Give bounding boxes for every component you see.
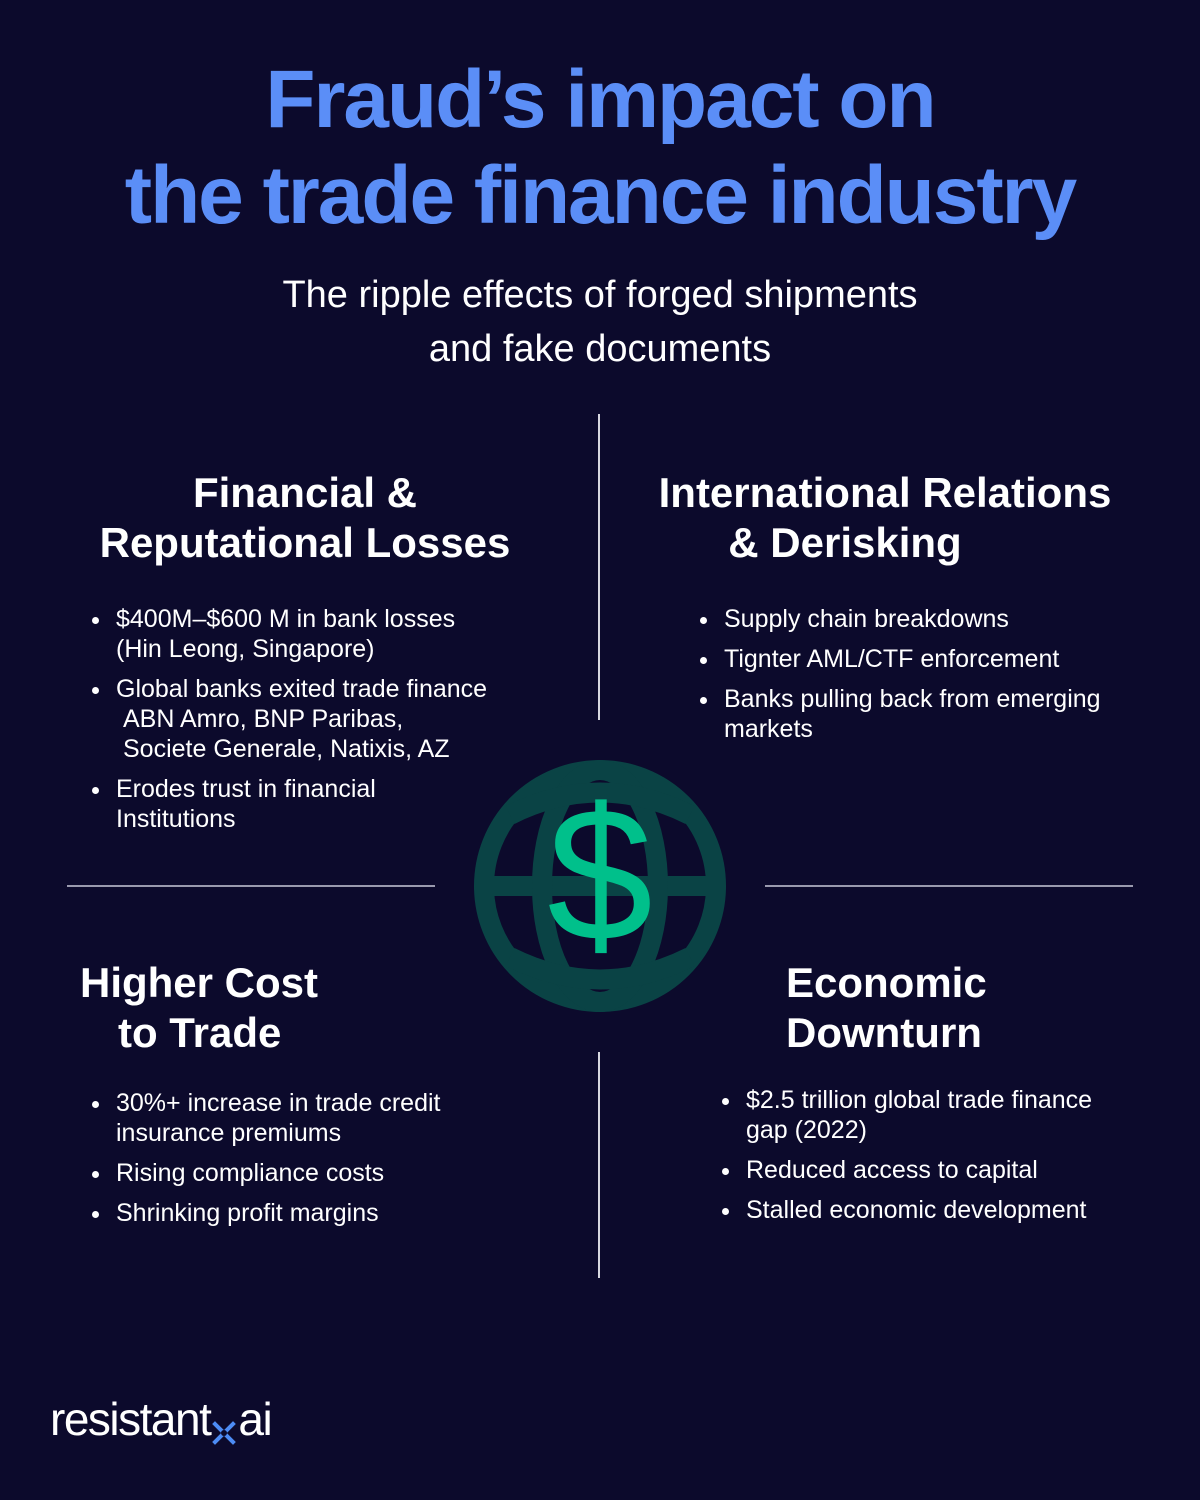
title-line-1: Fraud’s impact on [265, 54, 936, 145]
list-international-relations-derisking: Supply chain breakdowns Tignter AML/CTF … [696, 604, 1166, 754]
heading-international-relations-derisking: International Relations & Derisking [620, 468, 1150, 568]
logo-x-icon [212, 1421, 237, 1445]
heading-line: Financial & [192, 469, 418, 516]
list-item: $400M–$600 M in bank losses(Hin Leong, S… [88, 604, 548, 664]
logo-text: ai [238, 1393, 272, 1445]
heading-financial-reputational-losses: Financial & Reputational Losses [0, 468, 610, 568]
list-item: Stalled economic development [718, 1195, 1178, 1225]
heading-line: Higher Cost [80, 959, 319, 1006]
heading-line: International Relations [658, 469, 1112, 516]
heading-line: to Trade [118, 1009, 282, 1056]
heading-line: Economic [786, 959, 987, 1006]
heading-line: & Derisking [728, 519, 962, 566]
list-financial-reputational-losses: $400M–$600 M in bank losses(Hin Leong, S… [88, 604, 548, 844]
divider-vertical-top [598, 414, 600, 720]
heading-economic-downturn: Economic Downturn [786, 958, 1146, 1058]
logo-text: resistant [50, 1393, 212, 1445]
globe-dollar-icon: $ [474, 760, 726, 1012]
list-item: Tignter AML/CTF enforcement [696, 644, 1166, 674]
list-item: Reduced access to capital [718, 1155, 1178, 1185]
divider-horizontal-left [67, 885, 435, 887]
list-item: Supply chain breakdowns [696, 604, 1166, 634]
title-line-2: the trade finance industry [124, 150, 1077, 241]
list-item: Shrinking profit margins [88, 1198, 548, 1228]
heading-line: Downturn [786, 1009, 982, 1056]
divider-vertical-bottom [598, 1052, 600, 1278]
subtitle-line-1: The ripple effects of forged shipments [282, 274, 918, 316]
dollar-icon: $ [547, 769, 653, 981]
subtitle-line-2: and fake documents [428, 328, 772, 370]
list-item: Rising compliance costs [88, 1158, 548, 1188]
heading-higher-cost-to-trade: Higher Cost to Trade [80, 958, 480, 1058]
divider-horizontal-right [765, 885, 1133, 887]
page-subtitle: The ripple effects of forged shipments a… [0, 268, 1200, 376]
heading-line: Reputational Losses [99, 519, 511, 566]
resistant-ai-logo: resistant ai [50, 1393, 273, 1447]
page-title: Fraud’s impact on the trade finance indu… [0, 52, 1200, 244]
